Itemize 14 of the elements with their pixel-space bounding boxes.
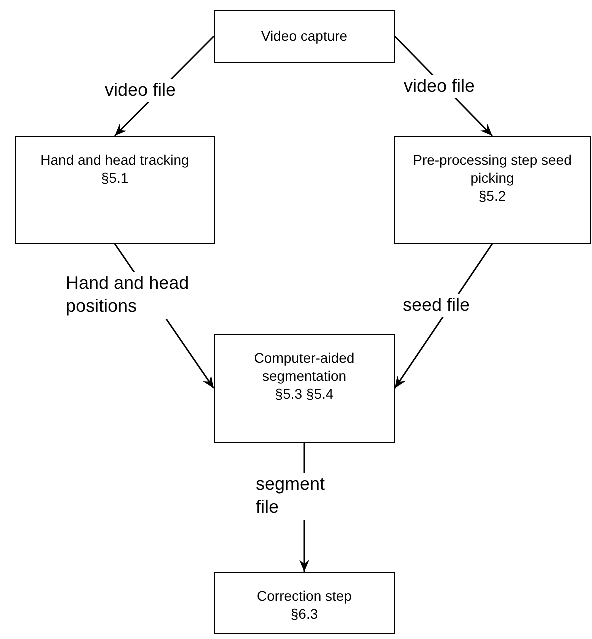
section-reference: §6.3 (290, 605, 318, 624)
step-name: Correction step (257, 587, 352, 606)
step-name: Computer-aided segmentation (253, 349, 356, 386)
step-name: Hand and head tracking (40, 151, 190, 170)
section-reference: §5.3 §5.4 (275, 385, 334, 404)
process-box (15, 136, 215, 244)
step-name: Pre-processing step seed picking (412, 151, 573, 188)
process-box (214, 572, 395, 634)
section-reference: §5.2 (478, 187, 506, 206)
process-box (394, 136, 591, 244)
step-name: Video capture (261, 27, 348, 46)
process-box (214, 334, 395, 443)
section-reference: §5.1 (101, 169, 129, 188)
process-box (214, 10, 395, 63)
